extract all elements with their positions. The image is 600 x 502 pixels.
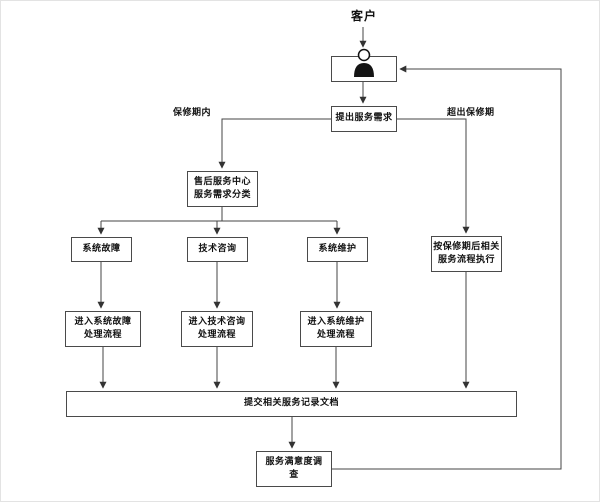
node-label: 技术咨询 (198, 243, 237, 254)
node-service-classification: 售后服务中心 服务需求分类 (187, 171, 258, 207)
edge-label-in-warranty: 保修期内 (173, 108, 212, 118)
node-label-line2: 服务需求分类 (193, 190, 251, 200)
node-out-of-warranty-process: 按保修期后相关 服务流程执行 (431, 236, 502, 272)
node-label-line1: 售后服务中心 (193, 176, 251, 187)
customer-label: 客户 (350, 9, 377, 23)
node-label-line1: 服务满意度调 (265, 456, 323, 467)
node-label-line2: 查 (289, 470, 299, 480)
node-maintenance-process: 进入系统维护 处理流程 (300, 311, 372, 347)
node-customer-actor (331, 48, 397, 82)
node-fault-process: 进入系统故障 处理流程 (65, 311, 141, 347)
node-service-request: 提出服务需求 (331, 106, 397, 132)
edge-label-out-warranty: 超出保修期 (447, 108, 495, 118)
node-label-line1: 进入系统维护 (307, 316, 365, 327)
person-icon (354, 48, 374, 77)
node-consult-process: 进入技术咨询 处理流程 (181, 311, 253, 347)
node-label: 提出服务需求 (335, 113, 393, 124)
node-label: 系统故障 (82, 243, 121, 254)
node-system-maintenance: 系统维护 (307, 237, 368, 262)
node-submit-service-record: 提交相关服务记录文档 (66, 391, 517, 417)
node-label: 提交相关服务记录文档 (243, 398, 339, 409)
node-label-line1: 进入系统故障 (74, 316, 132, 327)
node-technical-consult: 技术咨询 (187, 237, 248, 262)
node-label-line1: 按保修期后相关 (433, 241, 500, 252)
node-system-fault: 系统故障 (71, 237, 132, 262)
node-label-line2: 处理流程 (316, 330, 355, 340)
node-label-line2: 服务流程执行 (437, 255, 495, 265)
node-label: 系统维护 (318, 243, 357, 254)
node-satisfaction-survey: 服务满意度调 查 (256, 451, 332, 487)
node-label-line1: 进入技术咨询 (188, 316, 246, 327)
node-label-line2: 处理流程 (197, 330, 236, 340)
node-label-line2: 处理流程 (83, 330, 122, 340)
